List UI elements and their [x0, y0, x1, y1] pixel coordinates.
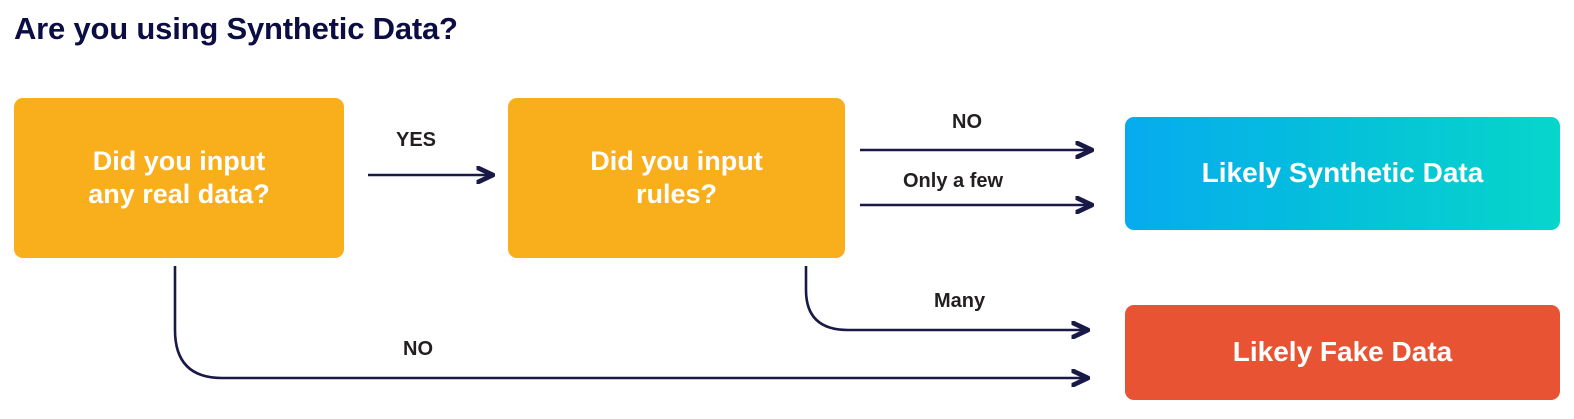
node-label: Likely Synthetic Data [1201, 157, 1484, 189]
page-title: Are you using Synthetic Data? [14, 11, 458, 46]
node-likely-synthetic-data[interactable]: Likely Synthetic Data [1125, 117, 1560, 230]
node-label: Likely Fake Data [1232, 336, 1453, 368]
node-label: Did you input rules? [590, 146, 763, 209]
node-likely-fake-data[interactable]: Likely Fake Data [1125, 305, 1560, 400]
node-did-you-input-any-real-data[interactable]: Did you input any real data? [14, 98, 344, 258]
edge-label-many: Many [934, 290, 986, 312]
edge-label-no-top: NO [952, 111, 982, 133]
edge-label-only-a-few: Only a few [903, 170, 1004, 192]
node-label: Did you input any real data? [88, 146, 270, 209]
edge-label-yes: YES [396, 129, 437, 151]
edge-label-no-bottom: NO [403, 338, 433, 360]
node-did-you-input-rules[interactable]: Did you input rules? [508, 98, 845, 258]
edge-no-bottom [173, 266, 1088, 378]
